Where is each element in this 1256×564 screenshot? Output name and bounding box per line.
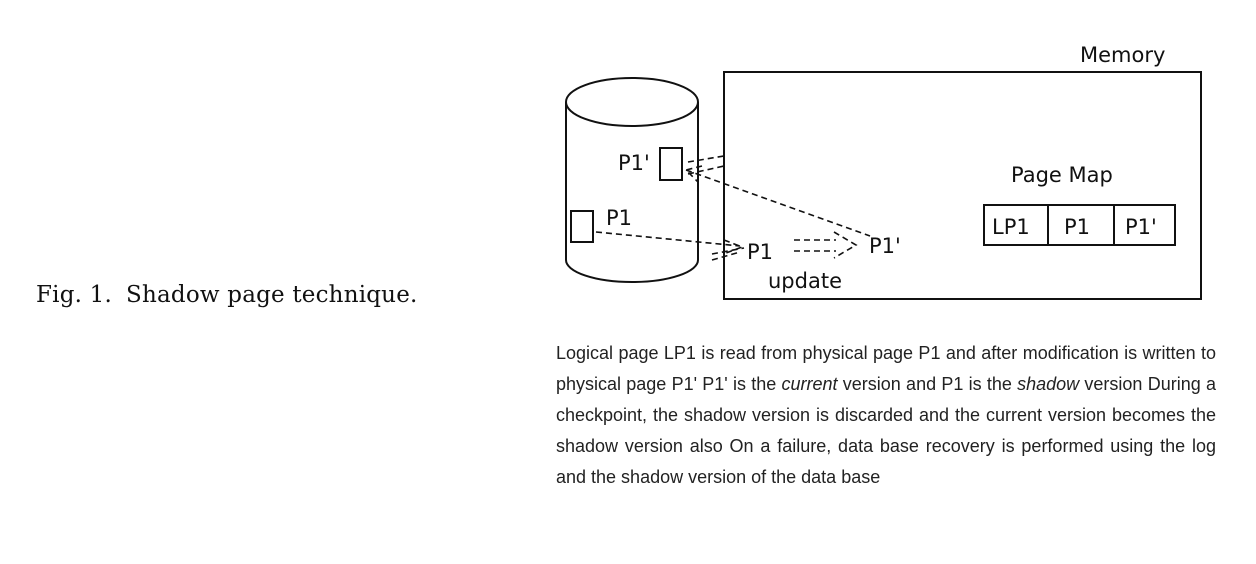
caption-text-1: Logical page LP1 is read from physical p… (556, 343, 1216, 394)
update-arrow-head (833, 231, 858, 259)
read-arrow (595, 231, 741, 247)
memory-page-label: P1 (747, 240, 773, 264)
caption-text-2: version and P1 is the (837, 374, 1018, 394)
disk-page-new-label: P1' (618, 151, 650, 175)
page-map-cell (1047, 204, 1115, 246)
disk-page-old (570, 210, 594, 243)
read-arrow-head (723, 239, 745, 254)
caption-emphasis-shadow: shadow (1017, 374, 1080, 394)
memory-box (723, 71, 1202, 300)
figure-title: Shadow page technique. (126, 282, 418, 308)
memory-label: Memory (1080, 43, 1165, 67)
shadow-trace-line-2 (711, 251, 741, 261)
figure-label: Fig. 1. Shadow page technique. (36, 282, 418, 308)
page-map-cell-p1: P1 (1064, 215, 1090, 239)
caption-text-3: version During a checkpoint, the shadow … (556, 374, 1216, 487)
memory-to-disk-line (687, 155, 725, 163)
memory-to-disk-line-2 (687, 165, 725, 175)
memory-page-updated-label: P1' (869, 234, 901, 258)
page-map-cell (1113, 204, 1176, 246)
write-back-arrow-head (684, 165, 703, 183)
page-map-table (983, 204, 1176, 246)
update-label: update (768, 269, 842, 293)
write-back-arrow (685, 169, 871, 237)
dashed-arrows (595, 155, 871, 261)
disk-cylinder (565, 77, 699, 283)
disk-page-old-label: P1 (606, 206, 632, 230)
page-map-cell-lp1: LP1 (992, 215, 1030, 239)
page-map-label: Page Map (1011, 163, 1113, 187)
shadow-trace-line (711, 247, 745, 255)
figure-number: Fig. 1. (36, 282, 113, 308)
caption-emphasis-current: current (781, 374, 838, 394)
page-map-cell-p1-prime: P1' (1125, 215, 1157, 239)
page-map-cell (983, 204, 1049, 246)
figure-caption: Logical page LP1 is read from physical p… (556, 338, 1216, 493)
disk-page-new (659, 147, 683, 181)
